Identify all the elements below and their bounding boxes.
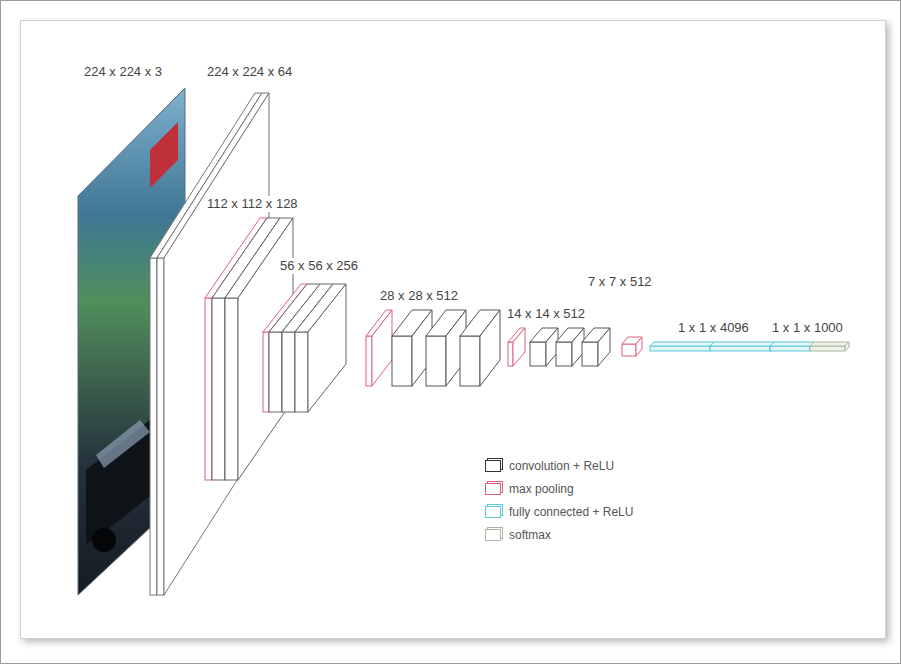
conv-block-5 — [508, 328, 610, 366]
pool-block-5 — [622, 337, 642, 356]
dimension-label: 1 x 1 x 4096 — [676, 320, 751, 336]
conv-block-4 — [366, 310, 500, 386]
legend-row: convolution + ReLU — [485, 458, 590, 474]
dimension-label: 224 x 224 x 64 — [205, 64, 294, 80]
conv-block-3 — [263, 284, 346, 412]
legend-row: softmax — [485, 527, 527, 543]
legend-swatch — [485, 506, 501, 518]
dense-layers — [650, 342, 849, 351]
dimension-label: 224 x 224 x 3 — [82, 64, 164, 80]
dimension-label: 56 x 56 x 256 — [278, 258, 360, 274]
dimension-label: 28 x 28 x 512 — [378, 288, 460, 304]
legend-text: softmax — [509, 527, 551, 543]
legend-text: convolution + ReLU — [509, 458, 614, 474]
legend-text: max pooling — [509, 481, 574, 497]
legend-swatch — [485, 483, 501, 495]
legend-row: fully connected + ReLU — [485, 504, 609, 520]
dimension-label: 7 x 7 x 512 — [586, 274, 654, 290]
legend-swatch — [485, 460, 501, 472]
dimension-label: 1 x 1 x 1000 — [770, 320, 845, 336]
legend-text: fully connected + ReLU — [509, 504, 633, 520]
legend-swatch — [485, 529, 501, 541]
legend-row: max pooling — [485, 481, 550, 497]
dimension-label: 14 x 14 x 512 — [505, 306, 587, 322]
dimension-label: 112 x 112 x 128 — [205, 196, 300, 212]
